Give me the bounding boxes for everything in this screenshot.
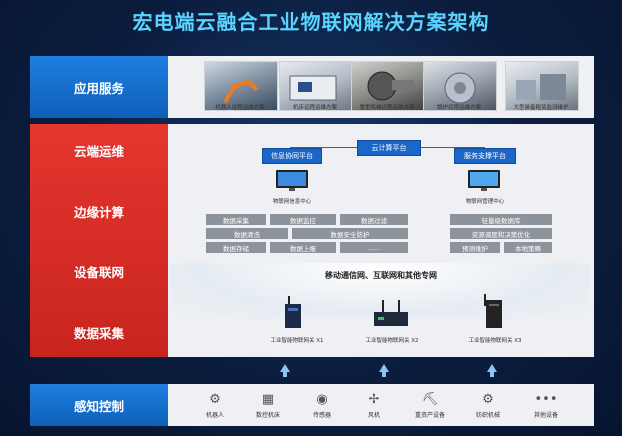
app-image-heavy-machine — [351, 61, 425, 111]
edge-tag: 资源调度和决策优化 — [450, 228, 552, 239]
boiler-icon — [444, 72, 476, 104]
edge-tag: 数据安全防护 — [292, 228, 408, 239]
monitor-icon — [468, 170, 500, 191]
mgmt-center-label: 物联网管理中心 — [465, 199, 505, 205]
layer-application-label: 应用服务 — [30, 56, 168, 118]
heavy-machine-icon — [367, 71, 414, 101]
connector — [418, 147, 484, 148]
cloud-platform-box: 云计算平台 — [357, 140, 421, 156]
app-caption-4: 锅炉远程运维方案 — [436, 105, 481, 111]
factory-equipment-icon — [516, 74, 566, 100]
connector — [290, 147, 358, 148]
layer-device-network-label: 设备联网 — [73, 264, 124, 280]
device-label: 纺织机械 — [475, 412, 500, 419]
edge-tag: 数据清洗 — [206, 228, 288, 239]
app-image-robot — [204, 61, 278, 111]
edge-tag: 数据监控 — [270, 214, 336, 225]
device-label: 数控机床 — [255, 412, 280, 419]
edge-tag: 数据存储 — [206, 242, 266, 253]
layer-sensing-control-label: 感知控制 — [30, 384, 168, 426]
edge-tag: 预测维护 — [450, 242, 500, 253]
cnc-machine-icon — [289, 75, 337, 101]
monitor-icon — [276, 170, 308, 191]
page-title: 宏电端云融合工业物联网解决方案架构 — [132, 10, 490, 34]
up-arrow-stem — [382, 371, 386, 377]
gateway-x2-icon — [374, 300, 408, 326]
app-caption-5: 大型装备租赁监测维护 — [513, 105, 569, 111]
device-label: 机器人 — [205, 412, 224, 419]
device-label: 重资产设备 — [414, 412, 445, 419]
app-image-equipment-rental — [505, 61, 579, 111]
textile-machine-icon: ⚙ — [482, 391, 494, 407]
network-label: 移动通信网、互联网和其他专网 — [325, 271, 437, 280]
layer-cloud-ops-label: 云端运维 — [73, 143, 124, 159]
up-arrow-icon — [379, 364, 389, 372]
excavator-icon: ⛏ — [421, 391, 439, 407]
device-label: 风机 — [367, 412, 380, 419]
app-caption-3: 重型机械远程运维方案 — [359, 105, 415, 111]
app-caption-1: 机器人远程运维方案 — [215, 105, 265, 111]
edge-tag: 数据过滤 — [340, 214, 408, 225]
fan-icon: ✢ — [368, 391, 380, 407]
network-cloud — [170, 263, 590, 319]
up-arrow-stem — [490, 371, 494, 377]
info-platform-box: 信息协同平台 — [262, 148, 322, 164]
gateway-x2-label: 工业智能物联网关 X2 — [365, 338, 419, 344]
up-arrow-icon — [487, 364, 497, 372]
cnc-machine-icon: ▦ — [261, 391, 275, 407]
sensing-panel — [168, 384, 594, 426]
service-platform-box: 服务支撑平台 — [454, 148, 516, 164]
app-image-boiler — [423, 61, 497, 111]
edge-tag: 本地策略 — [504, 242, 552, 253]
gateway-x3-icon — [484, 294, 502, 328]
edge-tag: 数据上报 — [270, 242, 336, 253]
sensor-icon: ◉ — [316, 391, 328, 407]
layer-edge-label: 边缘计算 — [73, 204, 124, 220]
layer-data-collection-label: 数据采集 — [73, 325, 124, 341]
edge-tag: 数据采集 — [206, 214, 266, 225]
core-layers-background — [30, 124, 168, 357]
robot-arm-icon — [223, 79, 259, 104]
gateway-x3-label: 工业智能物联网关 X3 — [468, 338, 522, 344]
gateway-x1-label: 工业智能物联网关 X1 — [270, 338, 324, 344]
info-center-label: 物联网信息中心 — [272, 199, 312, 205]
more-icon: ••• — [534, 391, 558, 407]
robot-arm-icon: ⚙ — [209, 391, 221, 407]
edge-tag: 轻量级数据库 — [450, 214, 552, 225]
up-arrow-stem — [283, 371, 287, 377]
gateway-x1-icon — [285, 296, 301, 328]
device-label: 传感器 — [312, 412, 331, 419]
edge-tag: …… — [340, 242, 408, 253]
up-arrow-icon — [280, 364, 290, 372]
app-caption-2: 机床远程运维方案 — [292, 105, 337, 111]
device-label: 其他设备 — [533, 412, 558, 419]
